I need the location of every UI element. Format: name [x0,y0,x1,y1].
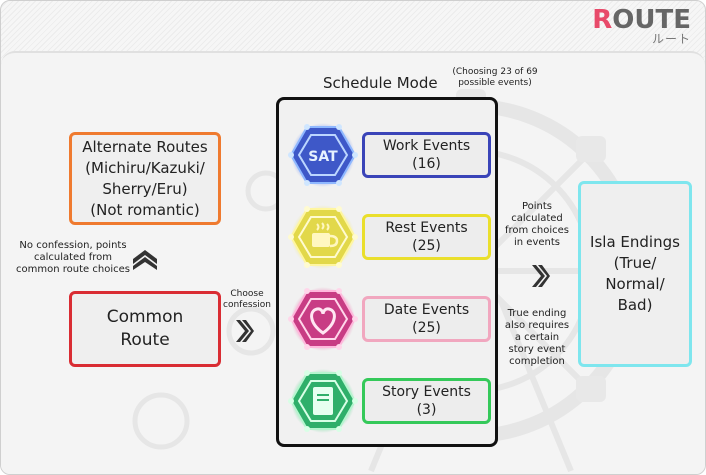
chevron-right-icon [532,265,550,287]
book-icon [288,369,358,433]
title-subtitle: ルート [651,32,691,46]
isla-endings-line: Isla Endings [590,233,680,251]
schedule-mode-title: Schedule Mode [323,74,438,92]
choose-confession-note: Choose confession [223,289,271,310]
common-route-line: Route [120,330,170,350]
coffee-cup-icon [288,205,358,269]
no-confession-note: No confession, points calculated from co… [16,240,130,275]
true-ending-note: True ending also requires a certain stor… [504,308,570,367]
points-calculated-note: Points calculated from choices in events [504,201,570,248]
isla-endings-line: (True/ [613,254,657,272]
isla-endings-line: Bad) [617,296,653,314]
common-route-line: Common [106,307,184,327]
alternate-routes-line: Sherry/Eru) [102,179,188,198]
svg-text:SAT: SAT [308,149,338,165]
alternate-routes-line: (Michiru/Kazuki/ [85,158,205,177]
chevron-right-icon [236,320,254,342]
chevron-up-icon [133,250,157,270]
date-events-box: Date Events(25) [362,296,491,342]
rest-events-box: Rest Events(25) [362,214,491,260]
story-events-box: Story Events(3) [362,378,491,424]
isla-endings-box: Isla Endings (True/ Normal/ Bad) [578,181,692,367]
alternate-routes-line: Alternate Routes [82,137,208,156]
alternate-routes-box: Alternate Routes (Michiru/Kazuki/ Sherry… [69,132,221,225]
title-accent-letter: R [592,5,613,35]
heart-icon [288,287,358,351]
isla-endings-line: Normal/ [605,275,665,293]
title-text: OUTE [612,5,691,35]
work-events-box: Work Events(16) [362,132,491,178]
schedule-mode-note: (Choosing 23 of 69 possible events) [452,67,538,88]
page-title: ROUTE ルート [592,5,691,45]
alternate-routes-line: (Not romantic) [90,200,200,219]
sat-emblem-icon: SAT [288,123,358,187]
common-route-box: Common Route [69,291,221,367]
